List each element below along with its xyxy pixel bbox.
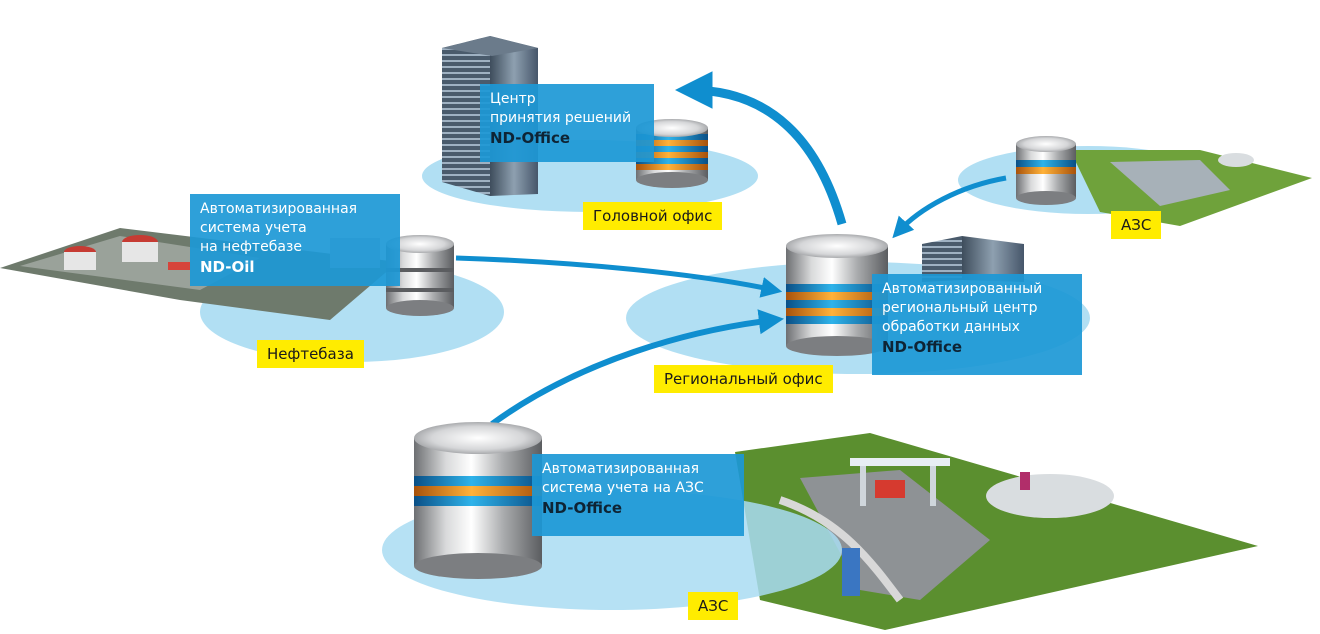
infobox-line: Автоматизированная <box>542 461 700 477</box>
infobox-line: обработки данных <box>882 319 1020 335</box>
infobox-line: система учета на АЗС <box>542 480 704 496</box>
tag-gas-station-main: АЗС <box>688 592 739 620</box>
infobox-regional-office: Автоматизированный региональный центр об… <box>872 274 1082 375</box>
gas-station-top-scene <box>1070 150 1312 226</box>
database-icon <box>1016 136 1076 205</box>
product-name: ND-Office <box>490 129 571 147</box>
arrow-gas-top-to-regional <box>892 175 1007 239</box>
arrow-depot-to-regional <box>455 255 783 298</box>
infobox-line: Центр <box>490 91 536 107</box>
product-name: ND-Office <box>542 499 623 517</box>
infobox-line: Автоматизированный <box>882 281 1043 297</box>
infobox-line: система учета <box>200 220 307 236</box>
infobox-gas-station: Автоматизированная система учета на АЗС … <box>532 454 744 536</box>
infobox-oil-depot: Автоматизированная система учета на нефт… <box>190 194 400 286</box>
gas-station-scene <box>735 433 1258 630</box>
infobox-line: Автоматизированная <box>200 201 358 217</box>
database-icon <box>414 422 542 579</box>
infobox-line: региональный центр <box>882 300 1038 316</box>
arrow-gas-main-to-regional <box>490 309 785 427</box>
database-icon <box>786 234 888 356</box>
tag-head-office: Головной офис <box>583 202 723 230</box>
infobox-head-office: Центр принятия решений ND-Office <box>480 84 654 162</box>
product-name: ND-Oil <box>200 258 255 276</box>
infobox-line: на нефтебазе <box>200 239 302 255</box>
infobox-line: принятия решений <box>490 110 632 126</box>
tag-regional-office: Региональный офис <box>654 365 833 393</box>
arrow-regional-to-head <box>674 71 847 226</box>
regional-building <box>922 236 1024 282</box>
tag-gas-station-top: АЗС <box>1111 211 1162 239</box>
product-name: ND-Office <box>882 338 963 356</box>
tag-oil-depot: Нефтебаза <box>257 340 364 368</box>
